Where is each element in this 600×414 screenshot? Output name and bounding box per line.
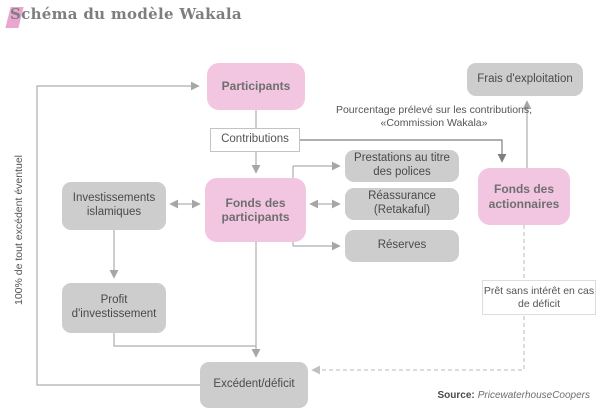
source-label: Source:	[437, 390, 475, 401]
page-title: Schéma du modèle Wakala	[10, 5, 242, 23]
source-value: PricewaterhouseCoopers	[477, 390, 590, 401]
node-participants: Participants	[207, 63, 305, 110]
node-profit-investissement: Profit d'investissement	[62, 283, 166, 333]
annotation-commission-wakala: Pourcentage prélevé sur les contribution…	[335, 104, 533, 130]
page-title-wrap: Schéma du modèle Wakala	[5, 5, 242, 28]
node-fonds-participants: Fonds des participants	[205, 178, 306, 242]
annotation-excedent-eventuel: 100% de tout excédent éventuel	[13, 154, 25, 306]
node-reserves: Réserves	[345, 230, 459, 262]
source-credit: Source:PricewaterhouseCoopers	[355, 390, 590, 401]
node-investissements-islamiques: Investissements islamiques	[62, 182, 166, 230]
connector-excedent-to-participants	[36, 81, 200, 386]
connector-profit-to-merge	[113, 333, 256, 347]
connector-contributions-to-fonds-actionnaires	[300, 139, 507, 163]
node-frais-exploitation: Frais d'exploitation	[467, 63, 583, 96]
node-contributions: Contributions	[210, 128, 300, 152]
node-reassurance-retakaful: Réassurance (Retakaful)	[345, 188, 459, 220]
label-pret-sans-interet: Prêt sans intérêt en cas de déficit	[482, 280, 596, 315]
node-fonds-actionnaires: Fonds des actionnaires	[478, 168, 570, 225]
node-prestations-polices: Prestations au titre des polices	[345, 150, 459, 182]
node-excedent-deficit: Excédent/déficit	[200, 362, 308, 408]
